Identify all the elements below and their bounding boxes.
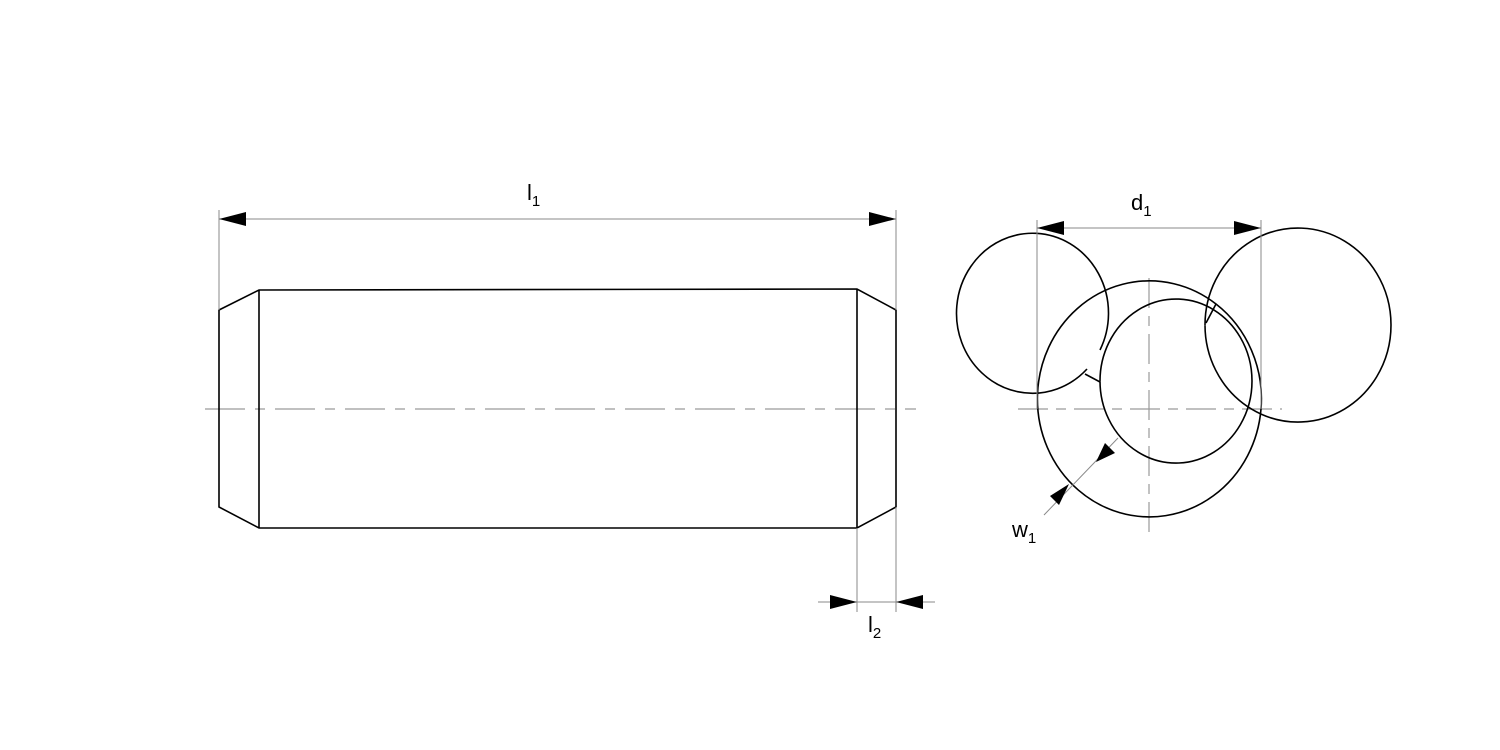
- l2-arrow-right-icon: [896, 595, 923, 609]
- l1-arrow-right-icon: [869, 212, 896, 226]
- side-view: [205, 210, 935, 612]
- d1-arrow-right-icon: [1234, 221, 1261, 235]
- dimension-l1: [218, 210, 897, 310]
- d1-arrow-left-icon: [1037, 221, 1064, 235]
- w1-symbol: w: [1012, 517, 1028, 542]
- dimension-l2: [818, 507, 935, 612]
- l2-symbol: l: [868, 612, 873, 637]
- spiral-second-edge: [1204, 227, 1392, 423]
- w1-label: w1: [1012, 517, 1037, 547]
- spiral-inner-end-cap: [1084, 373, 1101, 383]
- l1-symbol: l: [527, 180, 532, 205]
- l1-arrow-left-icon: [219, 212, 246, 226]
- spiral-third-edge: [955, 232, 1110, 395]
- l2-arrow-left-icon: [830, 595, 857, 609]
- d1-label: d1: [1131, 190, 1152, 220]
- dimension-w1: [1043, 437, 1119, 516]
- d1-symbol: d: [1131, 190, 1144, 215]
- l2-subscript: 2: [872, 625, 882, 642]
- d1-subscript: 1: [1143, 203, 1152, 220]
- spiral-inner-edge: [1099, 298, 1253, 464]
- w1-subscript: 1: [1027, 530, 1037, 547]
- l1-label: l1: [527, 180, 541, 210]
- w1-arrow-outer-icon: [1050, 484, 1069, 505]
- l2-label: l2: [868, 612, 882, 642]
- w1-arrow-inner-icon: [1096, 443, 1115, 462]
- dimension-d1: [1036, 220, 1262, 409]
- spiral-outer-end-cap: [1205, 303, 1217, 324]
- l1-subscript: 1: [531, 193, 541, 210]
- end-view: [955, 220, 1392, 540]
